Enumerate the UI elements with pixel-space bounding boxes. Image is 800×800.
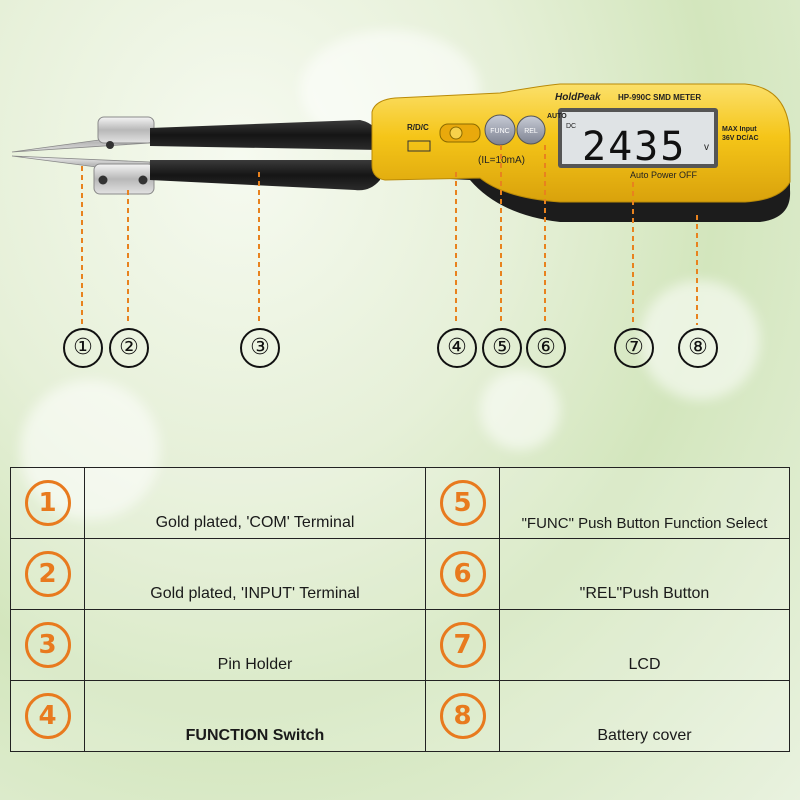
lcd-dc: DC [566,123,576,130]
legend-desc-3: Pin Holder [84,609,426,681]
legend-row: 2 Gold plated, 'INPUT' Terminal 6 "REL"P… [10,538,790,610]
legend-badge-1: 1 [24,480,71,526]
meter-body: HoldPeak HP-990C SMD METER R/D/C (IL=10m… [371,83,791,222]
auto-power-off: Auto Power OFF [630,170,698,180]
legend-desc-6: "REL"Push Button [499,538,790,610]
callout-2: ② [109,328,149,368]
diode-symbol [407,140,431,152]
screw-bottom-1 [98,175,108,185]
callout-7: ⑦ [614,328,654,368]
legend-badge-6: 6 [439,551,486,597]
model-text: HP-990C SMD METER [618,93,701,102]
max-input-line2: 36V DC/AC [722,135,759,142]
rel-button-label: REL [524,128,538,135]
legend-row: 4 FUNCTION Switch 8 Battery cover [10,680,790,752]
func-button-label: FUNC [490,128,509,135]
callout-4: ④ [437,328,477,368]
callout-1: ① [63,328,103,368]
callout-3: ③ [240,328,280,368]
mode-label: R/D/C [407,123,429,132]
legend-badge-7: 7 [439,622,486,668]
legend-row: 1 Gold plated, 'COM' Terminal 5 "FUNC" P… [10,467,790,539]
grip-lower-arm [150,160,380,191]
screw-bottom-2 [138,175,148,185]
terminal-clip-top [97,116,155,144]
legend-num-cell: 7 [425,609,500,681]
legend-desc-7: LCD [499,609,790,681]
legend-table: 1 Gold plated, 'COM' Terminal 5 "FUNC" P… [10,467,790,752]
legend-num-cell: 2 [10,538,85,610]
legend-badge-3: 3 [24,622,71,668]
callout-5: ⑤ [482,328,522,368]
bokeh-3 [480,370,560,450]
legend-num-cell: 5 [425,467,500,539]
legend-num-cell: 6 [425,538,500,610]
legend-row: 3 Pin Holder 7 LCD [10,609,790,681]
current-label: (IL=10mA) [478,155,525,166]
smd-meter-illustration: HoldPeak HP-990C SMD METER R/D/C (IL=10m… [11,83,791,325]
rel-button[interactable] [516,115,546,145]
screw-top [106,141,114,149]
legend-num-cell: 4 [10,680,85,752]
legend-desc-1: Gold plated, 'COM' Terminal [84,467,426,539]
lcd-screen [562,112,714,164]
legend-desc-2: Gold plated, 'INPUT' Terminal [84,538,426,610]
legend-badge-8: 8 [439,693,486,739]
lcd-reading: 2435 [582,124,686,170]
brand-logo-text: HoldPeak [555,92,601,103]
legend-desc-4: FUNCTION Switch [84,680,426,752]
lcd-auto: AUTO [547,113,567,120]
grip-upper-arm [150,120,380,150]
callout-6: ⑥ [526,328,566,368]
probe-tips [11,116,155,195]
legend-num-cell: 1 [10,467,85,539]
legend-badge-2: 2 [24,551,71,597]
legend-badge-4: 4 [24,693,71,739]
legend-badge-5: 5 [439,480,486,526]
max-input-line1: MAX Input [722,126,757,133]
switch-knob [449,126,463,140]
pin-holder [150,120,380,191]
callout-8: ⑧ [678,328,718,368]
legend-desc-8: Battery cover [499,680,790,752]
lcd-unit: v [704,142,709,153]
leader-lines [81,145,698,325]
legend-desc-5: "FUNC" Push Button Function Select [499,467,790,539]
legend-num-cell: 3 [10,609,85,681]
legend-num-cell: 8 [425,680,500,752]
